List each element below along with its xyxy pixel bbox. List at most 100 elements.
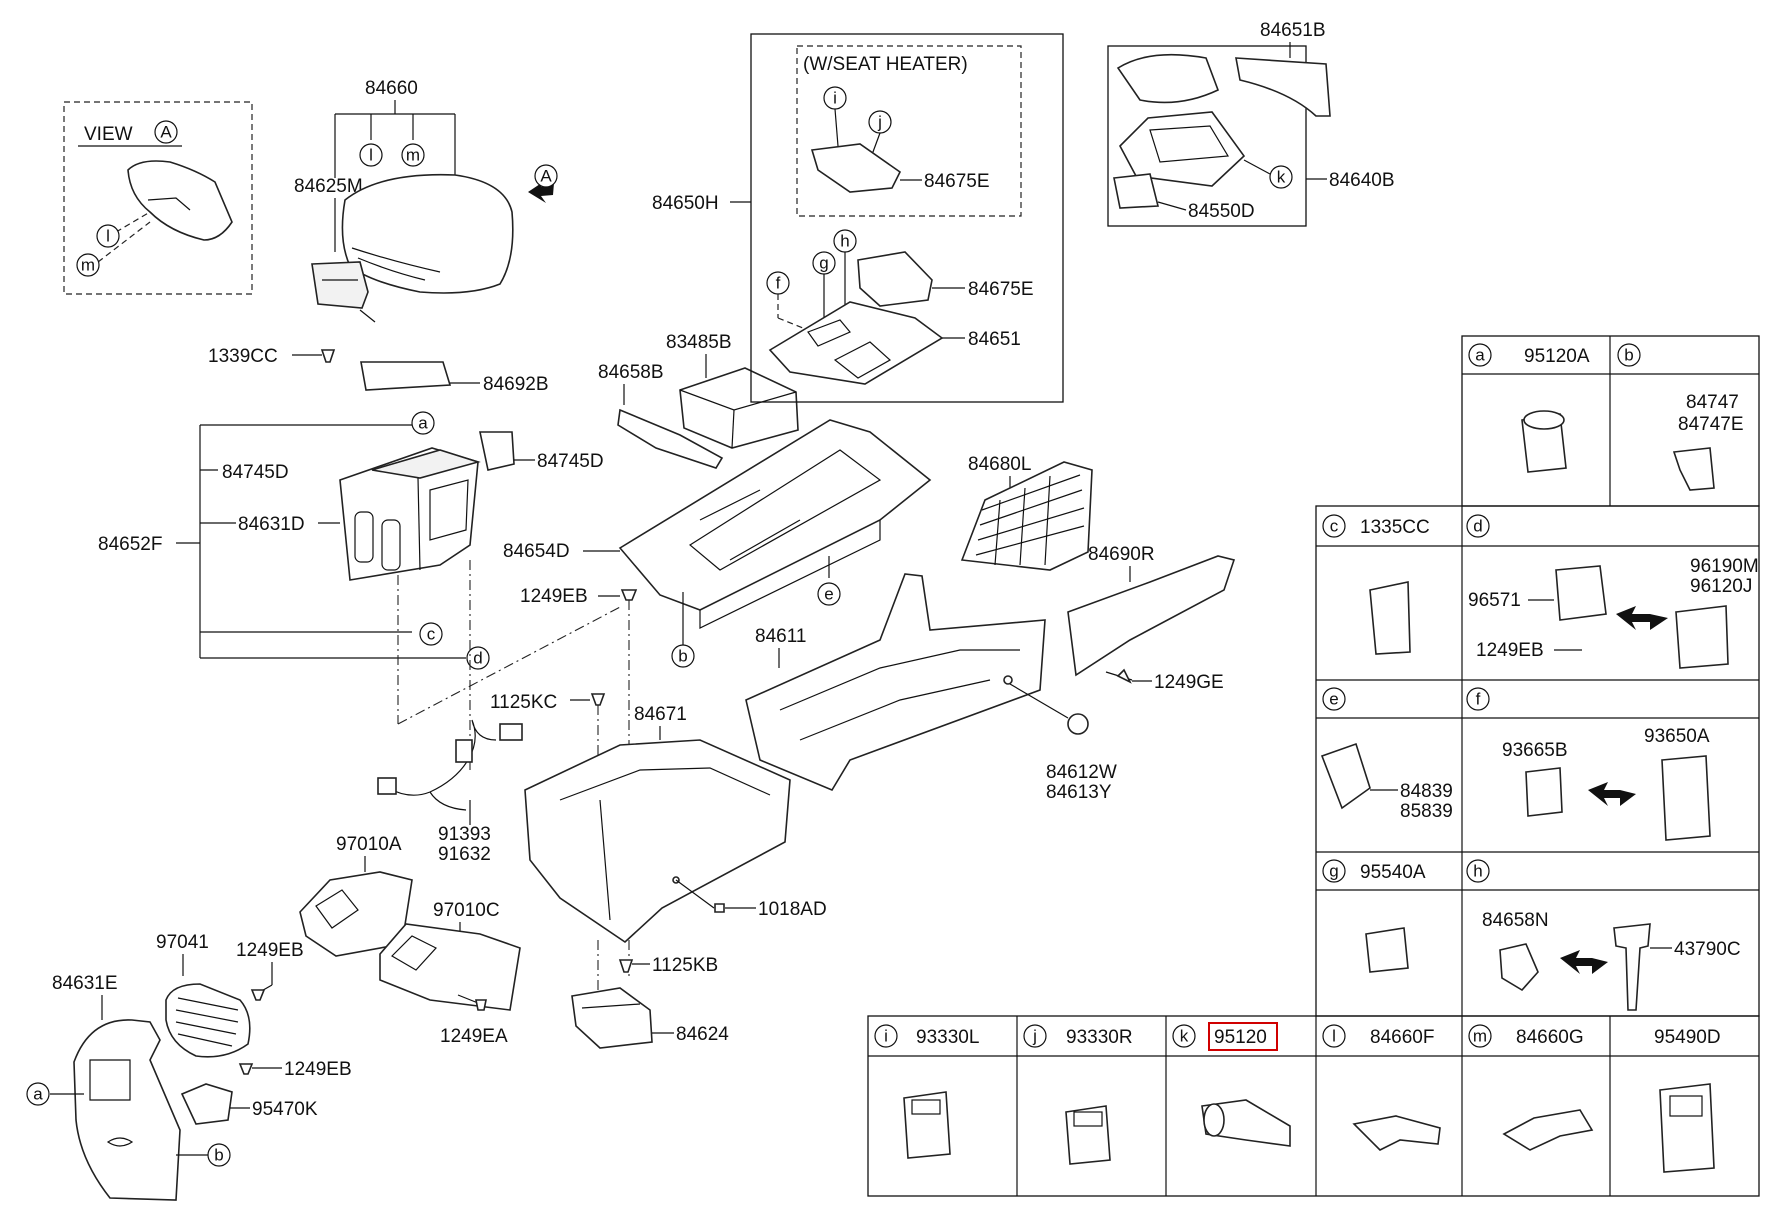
table-d-part-4: 96120J	[1690, 576, 1752, 597]
label-84651: 84651	[968, 329, 1021, 350]
table-a-part: 95120A	[1524, 346, 1590, 367]
table-d-image-2	[1675, 605, 1729, 669]
label-97041: 97041	[156, 932, 209, 953]
svg-text:c: c	[427, 625, 436, 644]
table-h-image-2	[1613, 923, 1651, 1011]
view-title: VIEW	[84, 124, 133, 145]
armrest-latch-view	[127, 160, 233, 241]
heater-switch-panel	[810, 143, 902, 193]
label-84611: 84611	[755, 626, 806, 647]
label-1249EB-top: 1249EB	[520, 586, 588, 607]
label-84640B: 84640B	[1329, 170, 1395, 191]
table-f-image-2	[1661, 755, 1711, 841]
svg-text:A: A	[540, 167, 552, 186]
svg-text:b: b	[1624, 346, 1633, 365]
side-panels: 84680L 84690R 1249GE	[960, 454, 1236, 693]
table-f-part-2: 93650A	[1644, 726, 1710, 747]
label-84631E: 84631E	[52, 973, 118, 994]
svg-text:h: h	[1473, 862, 1482, 881]
label-84692B: 84692B	[483, 374, 549, 395]
svg-text:a: a	[1475, 346, 1485, 365]
table-m-part: 84660G	[1516, 1027, 1584, 1048]
table-j-image	[1065, 1105, 1111, 1165]
label-84625M: 84625M	[294, 176, 363, 197]
label-84651B: 84651B	[1260, 20, 1326, 41]
plug-84612W	[1067, 713, 1089, 735]
shifter-bezel-84651	[768, 301, 944, 385]
table-c-image	[1369, 581, 1411, 655]
duct-97010A	[299, 871, 413, 957]
svg-text:j: j	[877, 113, 882, 132]
label-97010C: 97010C	[433, 900, 500, 921]
table-m-image	[1502, 1109, 1594, 1151]
table-l-image	[1352, 1115, 1441, 1151]
label-84612W: 84612W	[1046, 762, 1117, 783]
view-a-inset: VIEW A l m	[63, 101, 253, 295]
wiring-harness: 91393 91632	[377, 719, 523, 865]
svg-text:f: f	[1476, 690, 1481, 709]
label-1018AD: 1018AD	[758, 899, 827, 920]
table-i-part: 93330L	[916, 1027, 979, 1048]
table-b-image	[1672, 447, 1715, 491]
table-k-image	[1201, 1099, 1291, 1147]
svg-text:k: k	[1180, 1027, 1189, 1046]
label-84675E-bottom: 84675E	[968, 279, 1034, 300]
table-f-image-1	[1525, 767, 1563, 817]
front-console-84671: 1125KC 84671 1018AD 1125KB 84624	[490, 692, 827, 1049]
svg-text:m: m	[1473, 1027, 1487, 1046]
svg-text:l: l	[106, 227, 110, 246]
center-console-upper: 84658B 83485B 84654D e b 1249EB	[503, 332, 932, 980]
table-d-image-1	[1555, 565, 1607, 621]
table-c-part: 1335CC	[1360, 517, 1430, 538]
label-84690R: 84690R	[1088, 544, 1155, 565]
armrest-lid	[341, 173, 514, 294]
svg-text:f: f	[776, 274, 781, 293]
label-84650H: 84650H	[652, 193, 719, 214]
console-upper-panel	[618, 419, 932, 611]
table-b-part-1: 84747	[1686, 392, 1739, 413]
table-n-part: 95490D	[1654, 1027, 1721, 1048]
rear-panel-84631E	[73, 1019, 181, 1201]
table-i-image	[903, 1091, 951, 1159]
table-b-part-2: 84747E	[1678, 414, 1744, 435]
label-84745D-left: 84745D	[222, 462, 289, 483]
svg-text:a: a	[418, 414, 428, 433]
svg-text:c: c	[1330, 517, 1339, 536]
duct-97010C	[379, 923, 521, 1011]
table-g-part: 95540A	[1360, 862, 1426, 883]
table-g-image	[1365, 927, 1409, 973]
table-e-part-2: 85839	[1400, 801, 1453, 822]
console-cover-84675E	[857, 251, 933, 307]
label-1125KB: 1125KB	[652, 955, 718, 976]
tray-84550D	[1113, 173, 1160, 209]
table-l-part: 84660F	[1370, 1027, 1434, 1048]
svg-text:k: k	[1277, 168, 1286, 187]
front-console-body	[524, 739, 791, 944]
rear-console-box: 84651B k 84640B 84550D	[1107, 20, 1395, 227]
svg-text:d: d	[1473, 517, 1482, 536]
svg-text:l: l	[1332, 1027, 1336, 1046]
table-k-part: 95120	[1214, 1027, 1267, 1048]
table-n-image	[1659, 1083, 1715, 1173]
label-84613Y: 84613Y	[1046, 782, 1112, 803]
shifter-panel-box: 84650H (W/SEAT HEATER) i j 84675E f g h …	[652, 33, 1064, 403]
table-d-part-1: 96571	[1468, 590, 1521, 611]
table-d-part-3: 96190M	[1690, 556, 1759, 577]
svg-text:e: e	[824, 585, 833, 604]
label-97010A: 97010A	[336, 834, 402, 855]
label-91393: 91393	[438, 824, 491, 845]
svg-text:l: l	[369, 146, 373, 165]
bracket-84624	[571, 987, 653, 1049]
label-1249GE: 1249GE	[1154, 672, 1224, 693]
trim-84658B	[617, 408, 724, 469]
view-ref: A	[160, 123, 172, 142]
label-95470K: 95470K	[252, 1099, 318, 1120]
side-panel-84680L	[960, 461, 1093, 571]
svg-text:g: g	[1329, 862, 1338, 881]
svg-text:m: m	[406, 146, 420, 165]
console-box-assembly: a d c 84652F 84745D 84631D 84745D	[98, 411, 604, 670]
console-box-84631D	[339, 447, 479, 581]
svg-text:j: j	[1032, 1027, 1037, 1046]
label-84658B: 84658B	[598, 362, 664, 383]
